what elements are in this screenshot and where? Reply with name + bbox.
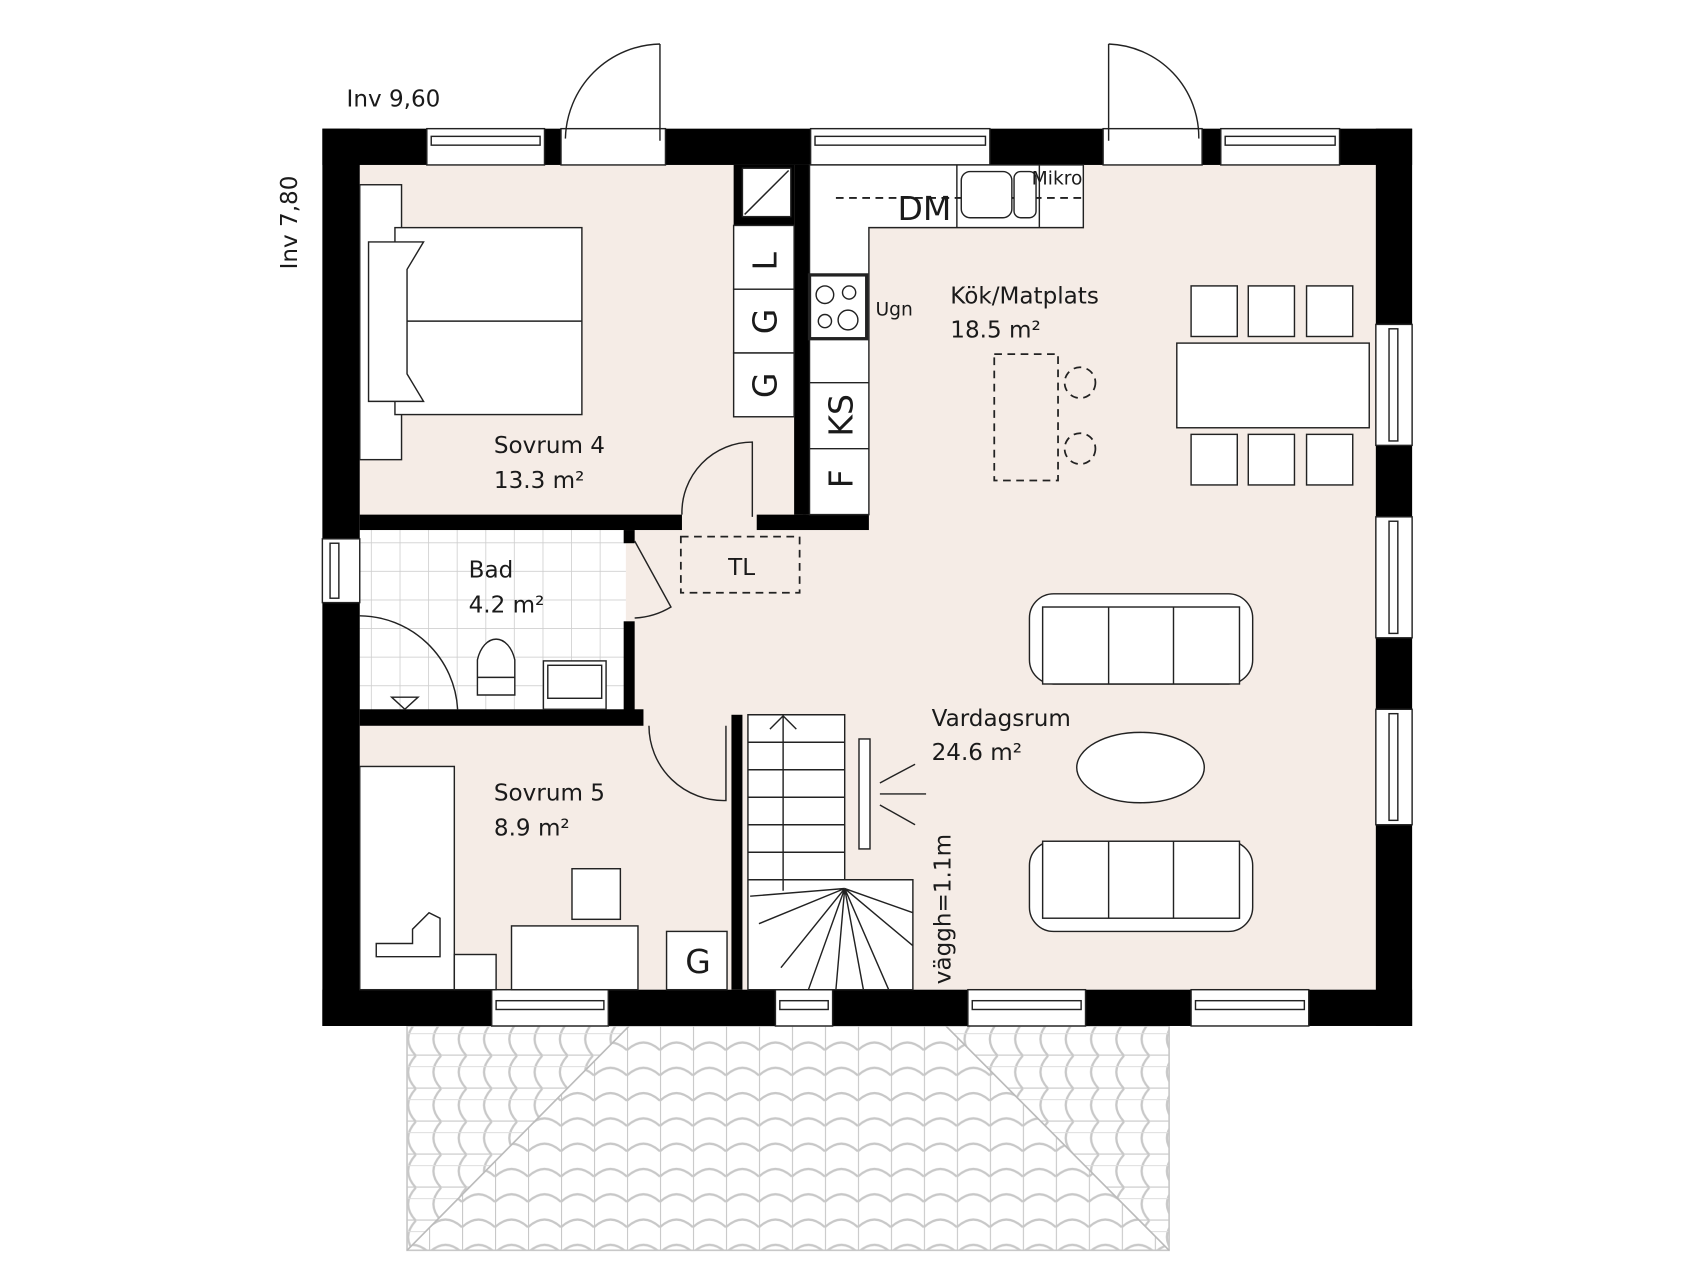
door-bad-shower-screen <box>359 615 459 710</box>
label-cabinet-g2: G <box>746 373 785 399</box>
sink <box>542 660 607 710</box>
roof-tiles <box>406 1025 1170 1252</box>
tv-unit <box>858 738 927 850</box>
label-freezer: F <box>821 469 860 488</box>
door-sovrum-5[interactable] <box>648 725 727 802</box>
room-name-vardagsrum: Vardagsrum <box>932 706 1071 732</box>
room-name-sovrum-5: Sovrum 5 <box>494 781 605 807</box>
label-cabinet-l: L <box>746 252 785 271</box>
floor-drain-icon <box>389 696 420 711</box>
exterior-door-left[interactable] <box>560 43 667 166</box>
room-name-sovrum-4: Sovrum 4 <box>494 433 605 459</box>
toilet <box>476 638 516 696</box>
label-wardrobe: G <box>685 942 711 981</box>
label-microwave: Mikro <box>1032 169 1083 190</box>
room-name-kok: Kök/Matplats <box>950 284 1099 310</box>
sofa-top <box>1028 593 1254 685</box>
room-area-sovrum-5: 8.9 m² <box>494 816 570 842</box>
room-area-vardagsrum: 24.6 m² <box>932 740 1022 766</box>
label-oven: Ugn <box>875 300 912 321</box>
wall-height-note: väggh=1.1m <box>930 834 956 984</box>
room-area-sovrum-4: 13.3 m² <box>494 468 584 494</box>
coffee-table <box>1076 731 1206 804</box>
wardrobe <box>665 930 728 991</box>
desk <box>510 868 639 991</box>
single-bed <box>359 765 497 991</box>
exterior-door-right[interactable] <box>1102 43 1203 166</box>
door-sovrum-4[interactable] <box>681 441 754 517</box>
sofa-bottom <box>1028 840 1254 933</box>
label-tl: TL <box>727 555 755 581</box>
label-dishwasher: DM <box>897 189 951 228</box>
label-fridge-freezer: KS <box>821 394 860 437</box>
label-cabinet-g1: G <box>746 309 785 335</box>
kitchen-island <box>993 353 1097 482</box>
staircase[interactable] <box>747 714 914 991</box>
kitchen-counter <box>732 164 1085 516</box>
windows <box>321 127 1413 1027</box>
level-top: Inv 9,60 <box>347 87 441 113</box>
level-left: Inv 7,80 <box>277 176 303 270</box>
attic-hatch <box>679 535 801 594</box>
room-area-kok: 18.5 m² <box>950 318 1040 344</box>
door-bad[interactable] <box>634 540 672 619</box>
dining-table <box>1176 285 1370 486</box>
room-area-bad: 4.2 m² <box>469 593 545 619</box>
room-name-bad: Bad <box>469 557 514 583</box>
double-bed <box>359 184 583 461</box>
